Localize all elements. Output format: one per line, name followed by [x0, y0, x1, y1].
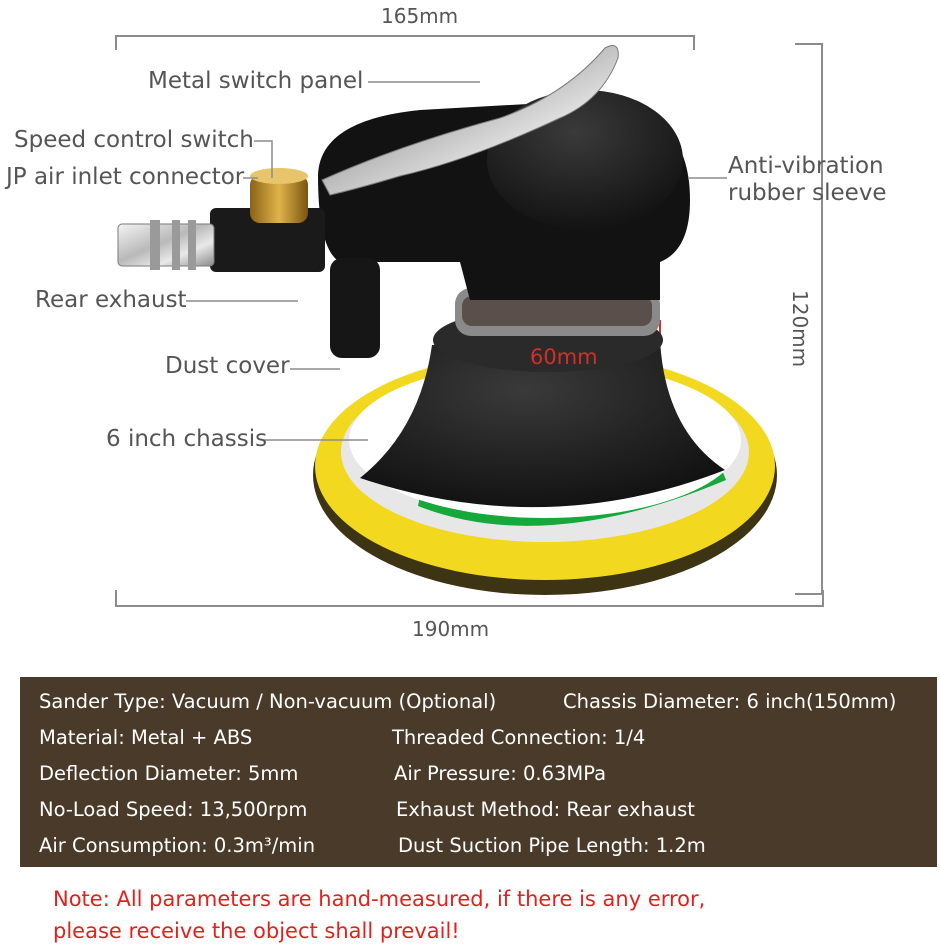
spec-chassis-diameter: Chassis Diameter: 6 inch(150mm)	[563, 690, 897, 713]
speed-control-knob	[250, 168, 308, 223]
callout-metal-switch-panel: Metal switch panel	[148, 68, 364, 94]
spec-dust-pipe-length: Dust Suction Pipe Length: 1.2m	[398, 834, 706, 857]
callout-anti-vibration-line1: Anti-vibration	[728, 153, 884, 179]
top-width-label: 165mm	[381, 4, 459, 28]
spec-air-pressure: Air Pressure: 0.63MPa	[394, 762, 607, 785]
sander-illustration	[115, 35, 824, 607]
spec-exhaust-method: Exhaust Method: Rear exhaust	[396, 798, 695, 821]
note-line-1: Note: All parameters are hand-measured, …	[53, 887, 706, 911]
note-line-2: please receive the object shall prevail!	[53, 919, 460, 943]
callout-leaders	[186, 81, 727, 441]
callout-dust-cover: Dust cover	[165, 353, 290, 379]
spec-air-consumption: Air Consumption: 0.3m³/min	[39, 834, 316, 857]
spec-threaded-connection: Threaded Connection: 1/4	[392, 726, 646, 749]
spec-panel: Sander Type: Vacuum / Non-vacuum (Option…	[20, 677, 937, 867]
metal-switch-panel	[321, 45, 619, 196]
bottom-width-label: 190mm	[412, 617, 490, 641]
callout-rear-exhaust: Rear exhaust	[35, 287, 187, 313]
spec-no-load-speed: No-Load Speed: 13,500rpm	[39, 798, 308, 821]
callout-speed-control-switch: Speed control switch	[14, 127, 254, 153]
neck-width-label: 60mm	[530, 345, 598, 369]
dimension-lines	[115, 35, 824, 607]
height-label: 120mm	[788, 290, 812, 368]
air-inlet-connector	[117, 208, 325, 272]
callout-chassis: 6 inch chassis	[106, 426, 268, 452]
callout-jp-air-inlet: JP air inlet connector	[6, 164, 245, 190]
spec-sander-type: Sander Type: Vacuum / Non-vacuum (Option…	[39, 690, 497, 713]
spec-material: Material: Metal + ABS	[39, 726, 253, 749]
callout-anti-vibration-line2: rubber sleeve	[728, 180, 887, 206]
product-figure: 165mm 190mm 120mm 60mm Metal switch pane…	[6, 4, 887, 641]
dome-body	[360, 288, 725, 508]
spec-deflection-diameter: Deflection Diameter: 5mm	[39, 762, 299, 785]
